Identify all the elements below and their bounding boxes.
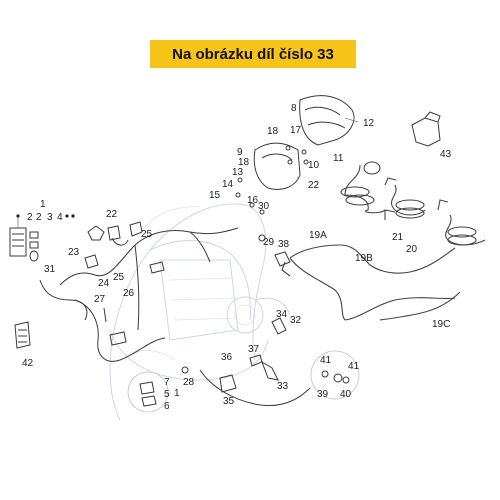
label-34: 34 xyxy=(276,309,288,320)
label-29: 29 xyxy=(263,237,275,248)
label-27: 27 xyxy=(94,294,106,305)
label-19c: 19C xyxy=(432,319,450,330)
label-22-b: 22 xyxy=(106,209,118,220)
label-16: 16 xyxy=(247,195,259,206)
label-40: 40 xyxy=(340,389,352,400)
part-25-clip xyxy=(129,221,143,237)
label-24: 24 xyxy=(98,278,110,289)
part-43-connector xyxy=(411,111,441,147)
label-11: 11 xyxy=(333,153,344,164)
label-38: 38 xyxy=(278,239,290,250)
label-43: 43 xyxy=(440,149,452,160)
label-42: 42 xyxy=(22,358,34,369)
label-19a: 19A xyxy=(309,230,327,241)
label-18-b: 18 xyxy=(238,157,250,168)
parts-36-37-33 xyxy=(219,317,287,393)
part-number-banner: Na obrázku díl číslo 33 xyxy=(150,40,356,68)
cover-fasteners xyxy=(235,145,309,242)
label-21: 21 xyxy=(392,232,404,243)
label-3: 3 xyxy=(47,212,53,223)
label-17: 17 xyxy=(290,125,302,136)
label-1-b: 1 xyxy=(174,388,180,399)
main-wiring-harness xyxy=(59,227,239,362)
part-8-cover xyxy=(299,95,355,146)
part-9-cover xyxy=(253,142,301,190)
label-41: 41 xyxy=(320,355,332,366)
inset-circle-right xyxy=(310,350,360,400)
part-35-cable xyxy=(199,369,311,407)
label-19b: 19B xyxy=(355,253,373,264)
label-1: 1 xyxy=(40,199,46,210)
label-35: 35 xyxy=(223,396,235,407)
coiled-hoses xyxy=(340,161,486,246)
part-27-pin xyxy=(103,307,107,323)
part-38-connector xyxy=(274,251,291,267)
inset-circle-left xyxy=(127,371,169,413)
label-25-b: 25 xyxy=(113,272,125,283)
label-31: 31 xyxy=(44,264,56,275)
label-20: 20 xyxy=(406,244,418,255)
label-15: 15 xyxy=(209,190,221,201)
label-41-b: 41 xyxy=(348,361,360,372)
fuse-box-assembly xyxy=(9,227,39,262)
part-22-connector xyxy=(87,225,129,246)
label-2: 2 xyxy=(27,212,33,223)
label-14: 14 xyxy=(222,179,234,190)
label-9: 9 xyxy=(237,147,243,158)
label-25: 25 xyxy=(141,229,153,240)
label-7: 7 xyxy=(164,377,170,388)
label-2-b: 2 xyxy=(36,212,42,223)
label-18: 18 xyxy=(267,126,279,137)
label-4: 4 xyxy=(57,212,63,223)
label-23: 23 xyxy=(68,247,80,258)
label-6: 6 xyxy=(164,401,170,412)
part-28-bolt xyxy=(181,366,189,374)
label-12: 12 xyxy=(363,118,375,129)
label-8: 8 xyxy=(291,103,297,114)
label-5: 5 xyxy=(164,389,170,400)
label-33: 33 xyxy=(277,381,289,392)
label-10: 10 xyxy=(308,160,320,171)
label-30: 30 xyxy=(258,201,270,212)
long-cables xyxy=(281,244,461,321)
part-number-labels: 1 2 2 3 4 5 6 7 8 9 10 11 12 13 14 15 16… xyxy=(22,103,452,412)
banner-text: Na obrázku díl číslo 33 xyxy=(172,45,334,63)
part-42-bracket xyxy=(14,321,31,349)
label-26: 26 xyxy=(123,288,135,299)
label-13: 13 xyxy=(232,167,244,178)
left-harness-branch xyxy=(39,279,88,321)
label-37: 37 xyxy=(248,344,260,355)
label-22: 22 xyxy=(308,180,320,191)
label-32: 32 xyxy=(290,315,302,326)
label-28: 28 xyxy=(183,377,195,388)
label-39: 39 xyxy=(317,389,329,400)
label-36: 36 xyxy=(221,352,233,363)
scooter-frame-outline xyxy=(109,203,291,421)
part-23-component xyxy=(84,254,99,269)
